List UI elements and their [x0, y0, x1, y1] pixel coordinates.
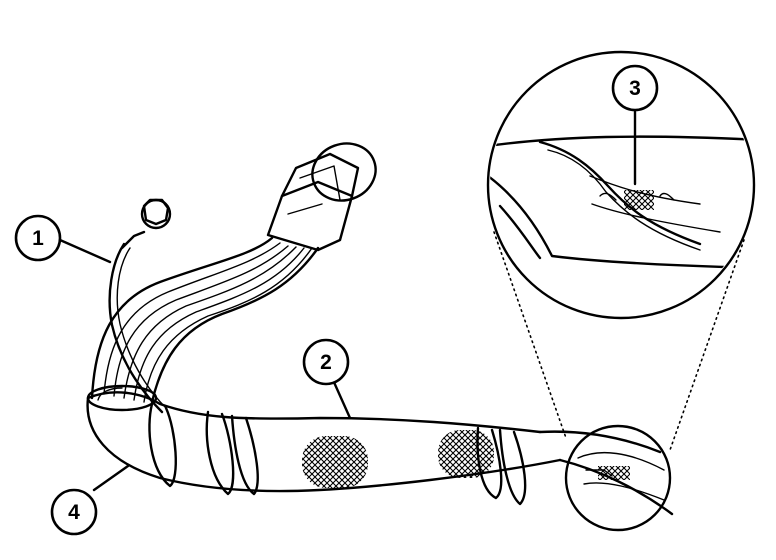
callout-1: 1 — [14, 214, 62, 262]
projection-lines — [493, 231, 745, 451]
wire-bundle — [90, 236, 320, 404]
callout-3: 3 — [611, 64, 659, 112]
tie-straps — [148, 402, 527, 506]
svg-text:4: 4 — [68, 501, 80, 524]
inset-circle — [564, 424, 672, 532]
connector — [266, 142, 377, 252]
svg-text:1: 1 — [32, 227, 44, 250]
detail-circle — [486, 50, 756, 320]
svg-text:2: 2 — [320, 351, 332, 374]
leader-lines — [58, 106, 637, 492]
callout-4: 4 — [50, 488, 98, 536]
conduit-sleeve — [86, 384, 562, 493]
callout-2: 2 — [302, 338, 350, 386]
svg-text:3: 3 — [629, 77, 641, 100]
ground-wire — [108, 198, 172, 414]
